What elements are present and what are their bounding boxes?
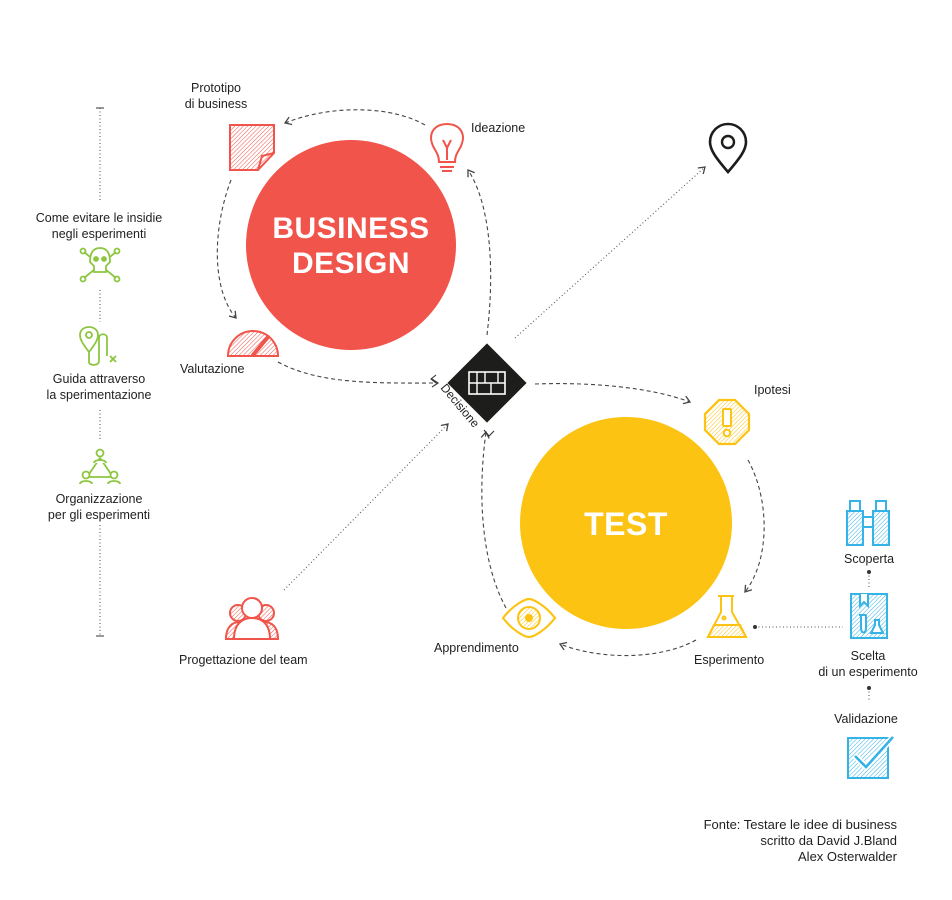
business-cycle-arrows (216, 109, 492, 388)
prototype-label-line1: Prototipo (190, 81, 242, 95)
left-item-guide: Guida attraverso la sperimentazione (47, 371, 152, 403)
business-design-title: BUSINESS DESIGN (272, 211, 429, 281)
business-title-line1: BUSINESS (272, 212, 430, 245)
flask-icon (706, 595, 748, 638)
source-note: Fonte: Testare le idee di business scrit… (704, 817, 897, 865)
decision-bracket (430, 374, 437, 384)
source-line1: Fonte: Testare le idee di business (703, 817, 897, 832)
ideation-label: Ideazione (471, 121, 526, 135)
experiment-book-icon (850, 593, 888, 639)
left-item-line2: per gli esperimenti (47, 508, 151, 522)
route-map-icon (79, 326, 117, 366)
checkbox-icon (847, 734, 896, 779)
team-people-icon (224, 597, 280, 640)
left-item-pitfalls: Come evitare le insidie negli esperiment… (36, 210, 162, 242)
skull-crossbones-icon (79, 247, 121, 283)
test-circle (520, 417, 732, 629)
learning-label: Apprendimento (434, 641, 519, 655)
decision-diamond-icon (447, 343, 527, 423)
decision-bracket (483, 429, 495, 437)
test-cycle-arrows (480, 383, 765, 657)
gauge-icon (226, 330, 280, 357)
left-item-line2: la sperimentazione (46, 388, 152, 402)
warning-octagon-icon (703, 398, 751, 446)
business-design-circle (246, 140, 456, 350)
right-item-discovery: Scoperta (843, 552, 895, 566)
evaluation-label: Valutazione (180, 362, 245, 376)
hypothesis-label: Ipotesi (754, 383, 791, 397)
left-item-line1: Organizzazione (55, 492, 143, 506)
link-dot (867, 570, 871, 574)
link-dot (753, 625, 757, 629)
test-title: TEST (584, 506, 668, 542)
left-item-line1: Come evitare le insidie (35, 211, 163, 225)
location-pin-icon (708, 122, 748, 174)
left-item-organization: Organizzazione per gli esperimenti (48, 491, 150, 523)
left-item-line1: Guida attraverso (52, 372, 146, 386)
right-item-line2: di un esperimento (818, 665, 918, 679)
link-dot (867, 686, 871, 690)
right-item-line1: Scelta (850, 649, 886, 663)
prototype-label: Prototipo di business (185, 80, 248, 112)
binoculars-icon (846, 500, 890, 546)
dotted-links (99, 108, 870, 700)
dotted-link-ends (96, 107, 104, 637)
eye-icon (501, 597, 557, 639)
source-line2: scritto da David J.Bland (760, 833, 897, 848)
right-item-validation: Validazione (834, 712, 898, 726)
left-item-line2: negli esperimenti (51, 227, 147, 241)
experiment-label: Esperimento (694, 653, 765, 667)
right-item-choice: Scelta di un esperimento (818, 648, 917, 680)
team-design-label: Progettazione del team (179, 653, 308, 667)
prototype-sheet-icon (229, 124, 275, 171)
business-title-line2: DESIGN (291, 247, 411, 280)
source-line3: Alex Osterwalder (798, 849, 897, 864)
prototype-label-line2: di business (184, 97, 248, 111)
network-people-icon (79, 448, 121, 485)
lightbulb-icon (430, 122, 464, 172)
